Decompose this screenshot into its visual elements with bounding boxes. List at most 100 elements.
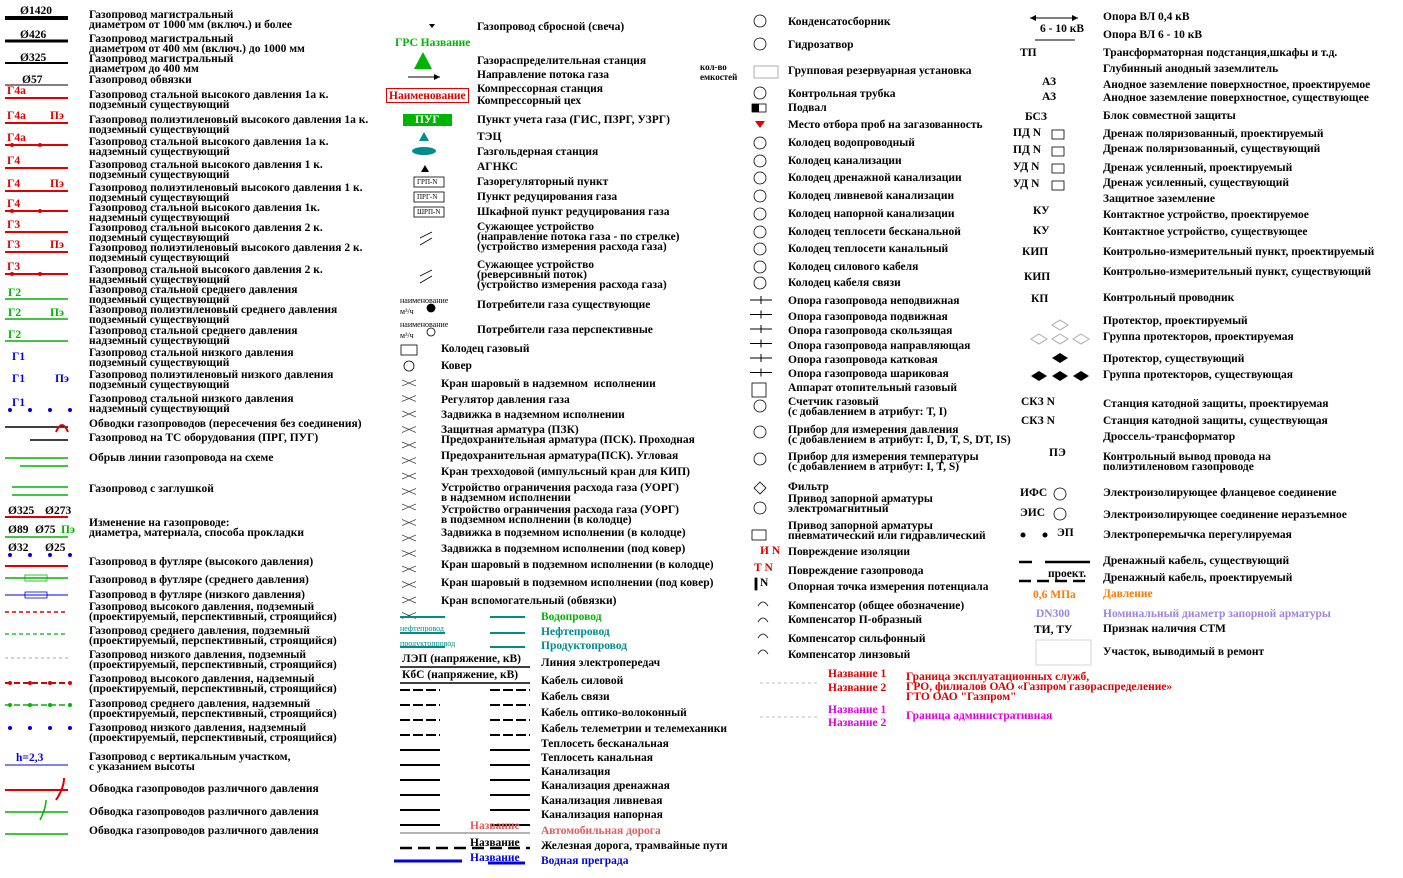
- railway-name-label: Название: [470, 837, 520, 849]
- above-ground-marker: [68, 408, 72, 412]
- legend-item-label: Газопровод высокого давления, подземный …: [89, 601, 337, 623]
- legend-item-label: Газгольдерная станция: [477, 146, 599, 158]
- manhole-icon: [753, 171, 767, 185]
- protector-icon: [1051, 319, 1069, 331]
- above-ground-marker: [10, 209, 14, 213]
- network-label: нефтепровод: [400, 624, 445, 633]
- legend-item-label: Опора газопровода неподвижная: [788, 295, 960, 307]
- drainage-tag: ПД N: [1013, 144, 1042, 156]
- legend-item-label: Контрольный вывод провода на полиэтилено…: [1103, 451, 1271, 473]
- legend-item-label: Блок совместной защиты: [1103, 110, 1236, 122]
- repair-section-box: [1035, 639, 1092, 666]
- diameter-change-label: Ø325: [8, 505, 35, 517]
- legend-item-label: Задвижка в подземном исполнении (под ков…: [441, 543, 686, 555]
- legend-item-label: Компрессорный цех: [477, 95, 582, 107]
- legend-item-label: Регулятор давления газа: [441, 394, 570, 406]
- polyethylene-code-label: Пэ: [61, 524, 75, 536]
- orifice-icon: [419, 231, 433, 246]
- diameter-change-label: Ø75: [35, 524, 56, 536]
- legend-item-label: Газопровод стальной высокого давления 1а…: [89, 89, 329, 111]
- telemetry-label: ТИ, ТУ: [1034, 624, 1073, 636]
- legend-item-label: Газопровод обвязки: [89, 74, 192, 86]
- legend-item-label: Газопровод стальной высокого давления 2 …: [89, 222, 323, 244]
- manhole-icon: [753, 276, 767, 290]
- gasholder-icon: [412, 147, 436, 155]
- bypass-arc: [39, 799, 47, 821]
- pipe-damage-tag: Т N: [754, 562, 773, 574]
- legend-item-label: Защитное заземление: [1103, 193, 1216, 205]
- boundary-name-label: Название 1: [828, 704, 887, 716]
- legend-item-label: Опора газопровода шариковая: [788, 368, 949, 380]
- pressure-code-label: Г4: [7, 198, 21, 210]
- manhole-icon: [753, 86, 767, 100]
- boundary-name-label: Название 2: [828, 717, 887, 729]
- valve-cover-icon: [403, 360, 415, 372]
- pressure-code-label: Г2: [8, 329, 22, 341]
- road-name-label: Название: [470, 820, 520, 832]
- manhole-icon: [753, 242, 767, 256]
- legend-item-label: Кабель телеметрии и телемеханики: [541, 723, 727, 735]
- pressure-code-label: Г4: [7, 155, 21, 167]
- legend-item-label: Направление потока газа: [477, 69, 610, 81]
- pressure-code-label: Г1: [12, 397, 26, 409]
- valve-icon: [401, 565, 417, 573]
- legend-item-label: Опора газопровода скользящая: [788, 325, 953, 337]
- legend-item-label: Продуктопровод: [541, 640, 628, 652]
- insulation-joint-icon: [1053, 507, 1067, 521]
- joint-protection-tag: БСЗ: [1025, 111, 1047, 123]
- legend-item-label: Кабель связи: [541, 691, 610, 703]
- above-ground-marker: [10, 272, 14, 276]
- legend-item-label: Группа протекторов, проектируемая: [1103, 331, 1294, 343]
- legend-item-label: Счетчик газовый (с добавлением в атрибут…: [788, 396, 947, 418]
- legend-item-label: Контактное устройство, проектируемое: [1103, 209, 1309, 221]
- valve-icon: [401, 410, 417, 418]
- legend-item-label: Канализация: [541, 766, 611, 778]
- legend-item-label: Колодец водопроводный: [788, 137, 915, 149]
- legend-item-label: Задвижка в подземном исполнении (в колод…: [441, 527, 686, 539]
- legend-item-label: Теплосеть канальная: [541, 752, 653, 764]
- legend-item-label: Фильтр: [788, 481, 829, 493]
- regulator-tag: ГРП-N: [417, 178, 438, 186]
- legend-item-label: Контрольно-измерительный пункт, существу…: [1103, 266, 1371, 278]
- above-ground-marker: [68, 553, 72, 557]
- legend-item-label: Газопровод сбросной (свеча): [477, 21, 625, 33]
- valve-icon: [401, 441, 417, 449]
- pressure-code-label: Г2: [8, 287, 22, 299]
- protector-group-icon: [1030, 333, 1048, 345]
- legend-item-label: Железная дорога, трамвайные пути: [541, 840, 728, 852]
- reference-point-bar: [754, 577, 758, 591]
- legend-item-label: Гидрозатвор: [788, 39, 854, 51]
- valve-icon: [401, 596, 417, 604]
- cable-tag: КбС (напряжение, кВ): [402, 669, 519, 681]
- legend-item-label: Устройство ограничения расхода газа (УОР…: [441, 504, 679, 526]
- planned-label: проект.: [1048, 568, 1087, 580]
- above-ground-marker: [48, 553, 52, 557]
- legend-item-label: Глубинный анодный заземлитель: [1103, 63, 1279, 75]
- gas-well-icon: [400, 344, 418, 356]
- above-ground-marker: [68, 681, 72, 685]
- legend-item-label: Электроизолирующее соединение неразъемно…: [1103, 509, 1347, 521]
- legend-item-label: Компенсатор сильфонный: [788, 633, 926, 645]
- above-ground-marker: [28, 681, 32, 685]
- gas-metering-label: ПУГ: [403, 114, 452, 126]
- legend-item-label: Контрольно-измерительный пункт, проектир…: [1103, 246, 1375, 258]
- legend-item-label: Давление: [1103, 588, 1153, 600]
- valve-icon: [401, 395, 417, 402]
- reversible-orifice-icon: [419, 269, 433, 284]
- manhole-icon: [753, 136, 767, 150]
- compensator-icon: [757, 633, 769, 639]
- legend-item-label: Обводки газопроводов (пересечения без со…: [89, 418, 362, 430]
- pressure-code-label: Г3: [7, 261, 21, 273]
- solenoid-drive-icon: [753, 501, 767, 515]
- jumper-tag: ЭП: [1057, 527, 1074, 539]
- cathodic-station-tag: СКЗ N: [1021, 415, 1055, 427]
- legend-item-label: Участок, выводимый в ремонт: [1103, 646, 1265, 658]
- legend-item-label: Колодец напорной канализации: [788, 208, 955, 220]
- compensator-icon: [757, 649, 769, 655]
- grs-station-label: ГРС Название: [395, 37, 471, 49]
- legend-item-label: Предохранительная арматура(ПСК). Угловая: [441, 450, 679, 462]
- legend-item-label: Опора газопровода катковая: [788, 354, 938, 366]
- pressure-code-label: Г1: [12, 373, 26, 385]
- pressure-code-label: Г3: [7, 219, 21, 231]
